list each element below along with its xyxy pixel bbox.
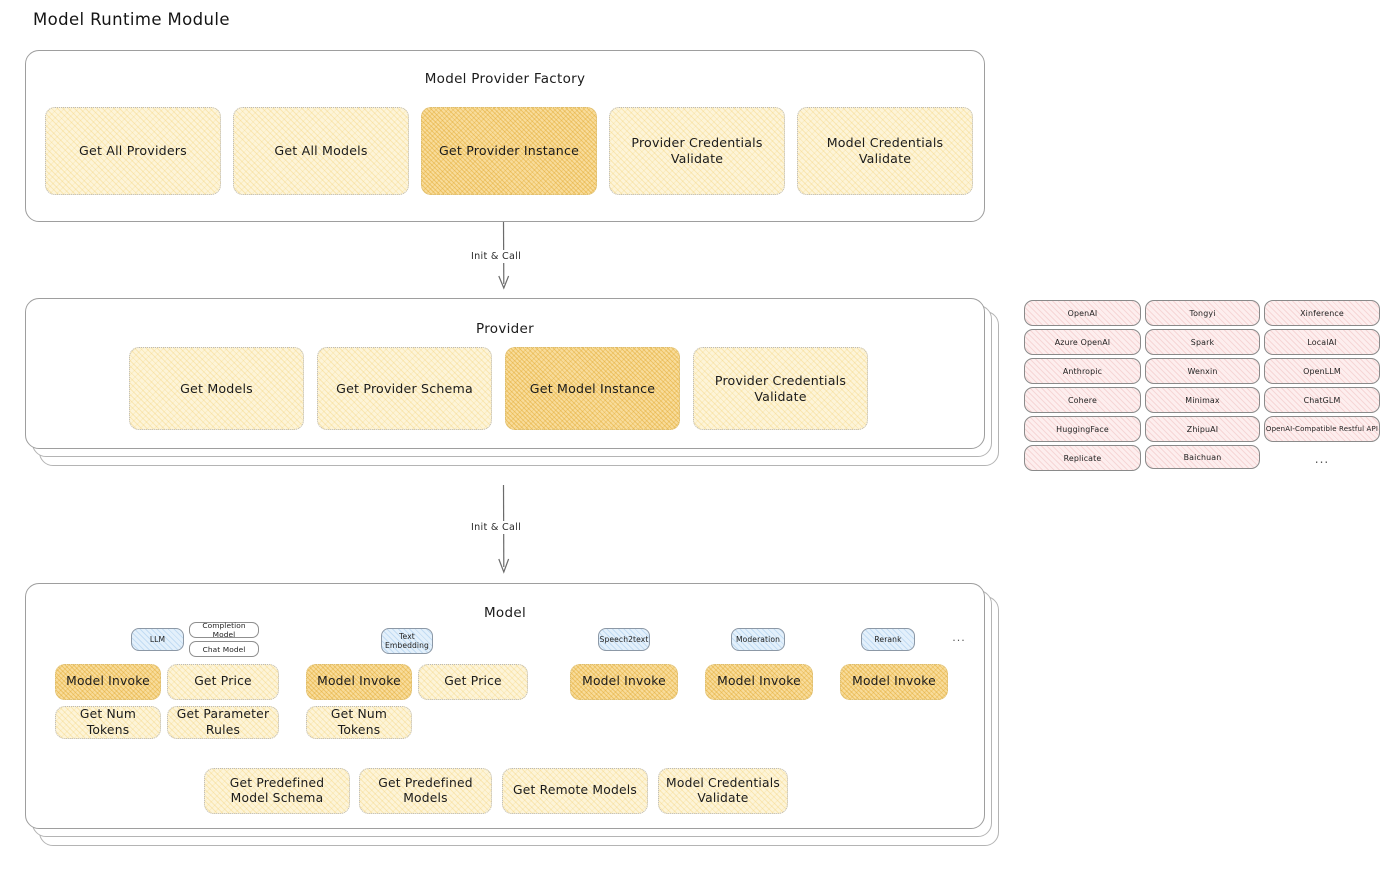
model-card: Model LLM Completion Model Chat Model Mo… [25, 583, 985, 829]
provider-chip-openai[interactable]: OpenAI [1024, 300, 1141, 326]
factory-box-get-all-providers[interactable]: Get All Providers [45, 107, 221, 195]
factory-box-model-credentials-validate[interactable]: Model Credentials Validate [797, 107, 973, 195]
llm-method-get-num-tokens[interactable]: Get Num Tokens [55, 706, 161, 739]
provider-chip-replicate[interactable]: Replicate [1024, 445, 1141, 471]
model-subchip-chat-model[interactable]: Chat Model [189, 641, 259, 657]
provider-chip-chatglm[interactable]: ChatGLM [1264, 387, 1380, 413]
arrow-factory-to-provider: Init & Call [467, 221, 540, 298]
provider-box-get-models[interactable]: Get Models [129, 347, 304, 430]
moderation-method-model-invoke[interactable]: Model Invoke [705, 664, 813, 700]
model-common-get-remote-models[interactable]: Get Remote Models [502, 768, 648, 814]
provider-chip-spark[interactable]: Spark [1145, 329, 1260, 355]
provider-chip-openai-compatible-restful-api[interactable]: OpenAI-Compatible Restful API [1264, 416, 1380, 442]
provider-chip-huggingface[interactable]: HuggingFace [1024, 416, 1141, 442]
model-title: Model [483, 605, 527, 621]
arrow-label-init-and-call-1: Init & Call [467, 250, 526, 263]
provider-chip-wenxin[interactable]: Wenxin [1145, 358, 1260, 384]
provider-chip-tongyi[interactable]: Tongyi [1145, 300, 1260, 326]
text-embedding-method-model-invoke[interactable]: Model Invoke [306, 664, 412, 700]
factory-box-provider-credentials-validate[interactable]: Provider Credentials Validate [609, 107, 785, 195]
model-type-chip-rerank[interactable]: Rerank [861, 628, 915, 651]
provider-list-more: ... [1314, 452, 1330, 466]
model-type-chip-text-embedding[interactable]: Text Embedding [381, 628, 433, 654]
factory-box-get-all-models[interactable]: Get All Models [233, 107, 409, 195]
model-type-chip-llm[interactable]: LLM [131, 628, 184, 651]
model-types-more: ... [952, 631, 966, 644]
speech2text-method-model-invoke[interactable]: Model Invoke [570, 664, 678, 700]
llm-method-get-parameter-rules[interactable]: Get Parameter Rules [167, 706, 279, 739]
model-provider-factory-title: Model Provider Factory [424, 71, 586, 87]
text-embedding-method-get-num-tokens[interactable]: Get Num Tokens [306, 706, 412, 739]
provider-chip-baichuan[interactable]: Baichuan [1145, 445, 1260, 469]
arrow-label-init-and-call-2: Init & Call [467, 521, 526, 534]
provider-chip-azure-openai[interactable]: Azure OpenAI [1024, 329, 1141, 355]
provider-card: Provider Get Models Get Provider Schema … [25, 298, 985, 449]
model-provider-factory-card: Model Provider Factory Get All Providers… [25, 50, 985, 222]
model-type-chip-speech2text[interactable]: Speech2text [598, 628, 650, 651]
provider-chip-cohere[interactable]: Cohere [1024, 387, 1141, 413]
factory-box-get-provider-instance[interactable]: Get Provider Instance [421, 107, 597, 195]
provider-chip-anthropic[interactable]: Anthropic [1024, 358, 1141, 384]
llm-method-get-price[interactable]: Get Price [167, 664, 279, 700]
provider-chip-localai[interactable]: LocalAI [1264, 329, 1380, 355]
model-common-model-credentials-validate[interactable]: Model Credentials Validate [658, 768, 788, 814]
model-common-get-predefined-model-schema[interactable]: Get Predefined Model Schema [204, 768, 350, 814]
page-title: Model Runtime Module [33, 10, 230, 29]
provider-chip-minimax[interactable]: Minimax [1145, 387, 1260, 413]
provider-chip-zhipuai[interactable]: ZhipuAI [1145, 416, 1260, 442]
provider-chip-openllm[interactable]: OpenLLM [1264, 358, 1380, 384]
arrow-provider-to-model: Init & Call [467, 484, 540, 580]
provider-chip-xinference[interactable]: Xinference [1264, 300, 1380, 326]
provider-title: Provider [476, 321, 534, 337]
provider-box-get-model-instance[interactable]: Get Model Instance [505, 347, 680, 430]
llm-method-model-invoke[interactable]: Model Invoke [55, 664, 161, 700]
provider-box-provider-credentials-validate[interactable]: Provider Credentials Validate [693, 347, 868, 430]
model-type-chip-moderation[interactable]: Moderation [731, 628, 785, 651]
model-subchip-completion-model[interactable]: Completion Model [189, 621, 259, 639]
provider-box-get-provider-schema[interactable]: Get Provider Schema [317, 347, 492, 430]
rerank-method-model-invoke[interactable]: Model Invoke [840, 664, 948, 700]
model-common-get-predefined-models[interactable]: Get Predefined Models [359, 768, 492, 814]
provider-list: OpenAI Azure OpenAI Anthropic Cohere Hug… [1024, 300, 1380, 480]
text-embedding-method-get-price[interactable]: Get Price [418, 664, 528, 700]
